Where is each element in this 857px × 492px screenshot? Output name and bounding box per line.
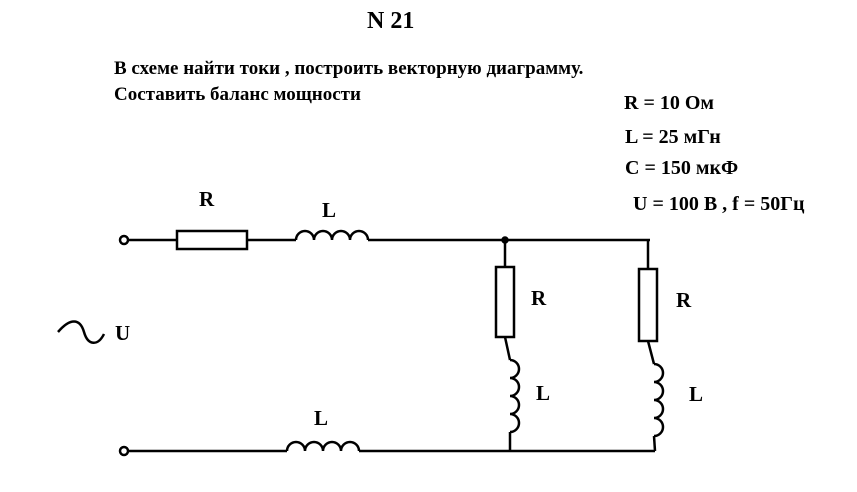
param-inductance: L = 25 мГн [625,126,721,148]
task-text-line-2: Составить баланс мощности [114,84,361,105]
series-inductor-top [294,229,370,241]
wire [503,336,512,361]
branch1-inductor [509,358,521,434]
series-inductor-top-label: L [322,198,336,222]
ac-source-icon [57,320,106,344]
series-inductor-bottom [285,440,361,452]
param-resistance: R = 10 Ом [624,92,715,114]
task-text-line-1: В схеме найти токи , построить векторную… [114,58,584,79]
branch2-inductor [653,362,665,438]
series-inductor-bottom-label: L [314,406,328,430]
branch1-resistor [494,265,516,339]
page-title: N 21 [367,8,415,34]
series-resistor [175,229,249,251]
branch2-resistor-label: R [676,288,692,312]
branch2-inductor-label: L [689,382,703,406]
param-voltage-frequency: U = 100 В , f = 50Гц [633,193,805,215]
wire [652,435,657,452]
input-terminal-top [118,234,130,246]
source-voltage-label: U [115,321,130,345]
branch1-resistor-label: R [531,286,547,310]
series-resistor-label: R [199,187,215,211]
branch1-inductor-label: L [536,381,550,405]
junction-dot [501,236,509,244]
wire [646,340,656,365]
param-capacitance: C = 150 мкФ [625,157,739,179]
branch2-resistor [637,267,659,343]
input-terminal-bottom [118,445,130,457]
